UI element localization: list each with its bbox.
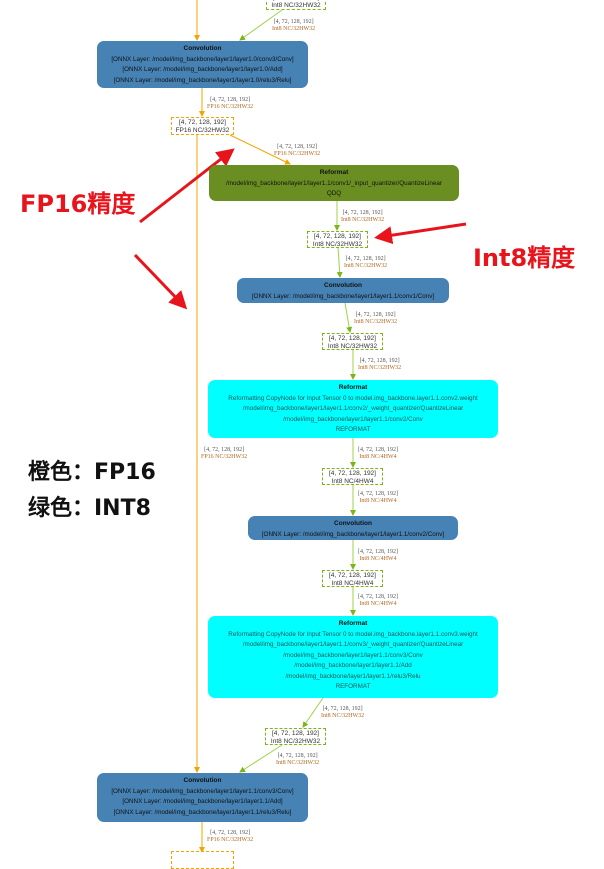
edge-label: [4, 72, 128, 192]Int8 NC/32HW32 — [354, 312, 398, 325]
red-arrow-int8-tensor — [374, 222, 467, 245]
tensor-fp16[interactable]: [4, 72, 128, 192]FP16 NC/32HW32 — [171, 117, 234, 135]
edge-int8 — [302, 697, 324, 728]
edge-int8 — [239, 9, 283, 41]
edge-int8 — [344, 302, 353, 333]
node-reformat-quantize[interactable]: Reformat /model/img_backbone/layer1/laye… — [209, 165, 459, 201]
annotation-fp16: FP16精度 — [20, 190, 136, 218]
node-conv-top[interactable]: Convolution [ONNX Layer: /model/img_back… — [97, 41, 308, 88]
red-arrow-fp16-edge — [133, 253, 188, 310]
edge-label: [4, 72, 128, 192]Int8 NC/4HW4 — [358, 549, 398, 562]
edge-label: [4, 72, 128, 192]FP16 NC/32HW32 — [201, 447, 248, 460]
edge-label: [4, 72, 128, 192]Int8 NC/4HW4 — [358, 447, 398, 460]
node-conv-bottom[interactable]: Convolution [ONNX Layer: /model/img_back… — [97, 773, 308, 822]
tensor-int8[interactable]: [4, 72, 128, 192]Int8 NC/32HW32 — [322, 333, 383, 350]
edge-int8 — [239, 744, 283, 773]
edge-label: [4, 72, 128, 192]FP16 NC/32HW32 — [207, 97, 254, 110]
edge-label: [4, 72, 128, 192]Int8 NC/32HW32 — [276, 753, 320, 766]
legend-green: 绿色：INT8 — [28, 496, 151, 521]
node-reformat-conv3[interactable]: Reformat Reformatting CopyNode for Input… — [208, 616, 498, 698]
edge-fp16 — [229, 134, 291, 165]
edge-label: [4, 72, 128, 192]Int8 NC/32HW32 — [358, 358, 402, 371]
edge-label: [4, 72, 128, 192]FP16 NC/32HW32 — [274, 144, 321, 157]
edge-label: [4, 72, 128, 192]Int8 NC/32HW32 — [272, 19, 316, 32]
tensor-int8[interactable]: [4, 72, 128, 192]Int8 NC/4HW4 — [322, 570, 383, 587]
legend-orange: 橙色：FP16 — [28, 460, 156, 485]
tensor-int8[interactable]: [4, 72, 128, 192]Int8 NC/32HW32 — [307, 231, 368, 248]
edge-label: [4, 72, 128, 192]Int8 NC/32HW32 — [321, 706, 365, 719]
node-reformat-conv2[interactable]: Reformat Reformatting CopyNode for Input… — [208, 380, 498, 438]
edge-label: [4, 72, 128, 192]Int8 NC/4HW4 — [358, 594, 398, 607]
tensor-int8[interactable]: [4, 72, 128, 192]Int8 NC/32HW32 — [266, 0, 326, 10]
edge-label: [4, 72, 128, 192]Int8 NC/32HW32 — [341, 210, 385, 223]
node-conv2[interactable]: Convolution [ONNX Layer: /model/img_back… — [248, 516, 458, 540]
tensor-int8[interactable]: [4, 72, 128, 192]Int8 NC/32HW32 — [265, 728, 326, 745]
node-conv1[interactable]: Convolution [ONNX Layer: /model/img_back… — [237, 278, 449, 303]
edge-label: [4, 72, 128, 192]FP16 NC/32HW32 — [207, 830, 254, 843]
edge-label: [4, 72, 128, 192]Int8 NC/4HW4 — [358, 491, 398, 504]
tensor-int8[interactable]: [4, 72, 128, 192]Int8 NC/4HW4 — [322, 468, 383, 485]
annotation-int8: Int8精度 — [473, 244, 576, 272]
edge-label: [4, 72, 128, 192]Int8 NC/32HW32 — [344, 256, 388, 269]
edge-int8 — [336, 246, 343, 278]
red-arrow-fp16-tensor — [139, 148, 235, 224]
